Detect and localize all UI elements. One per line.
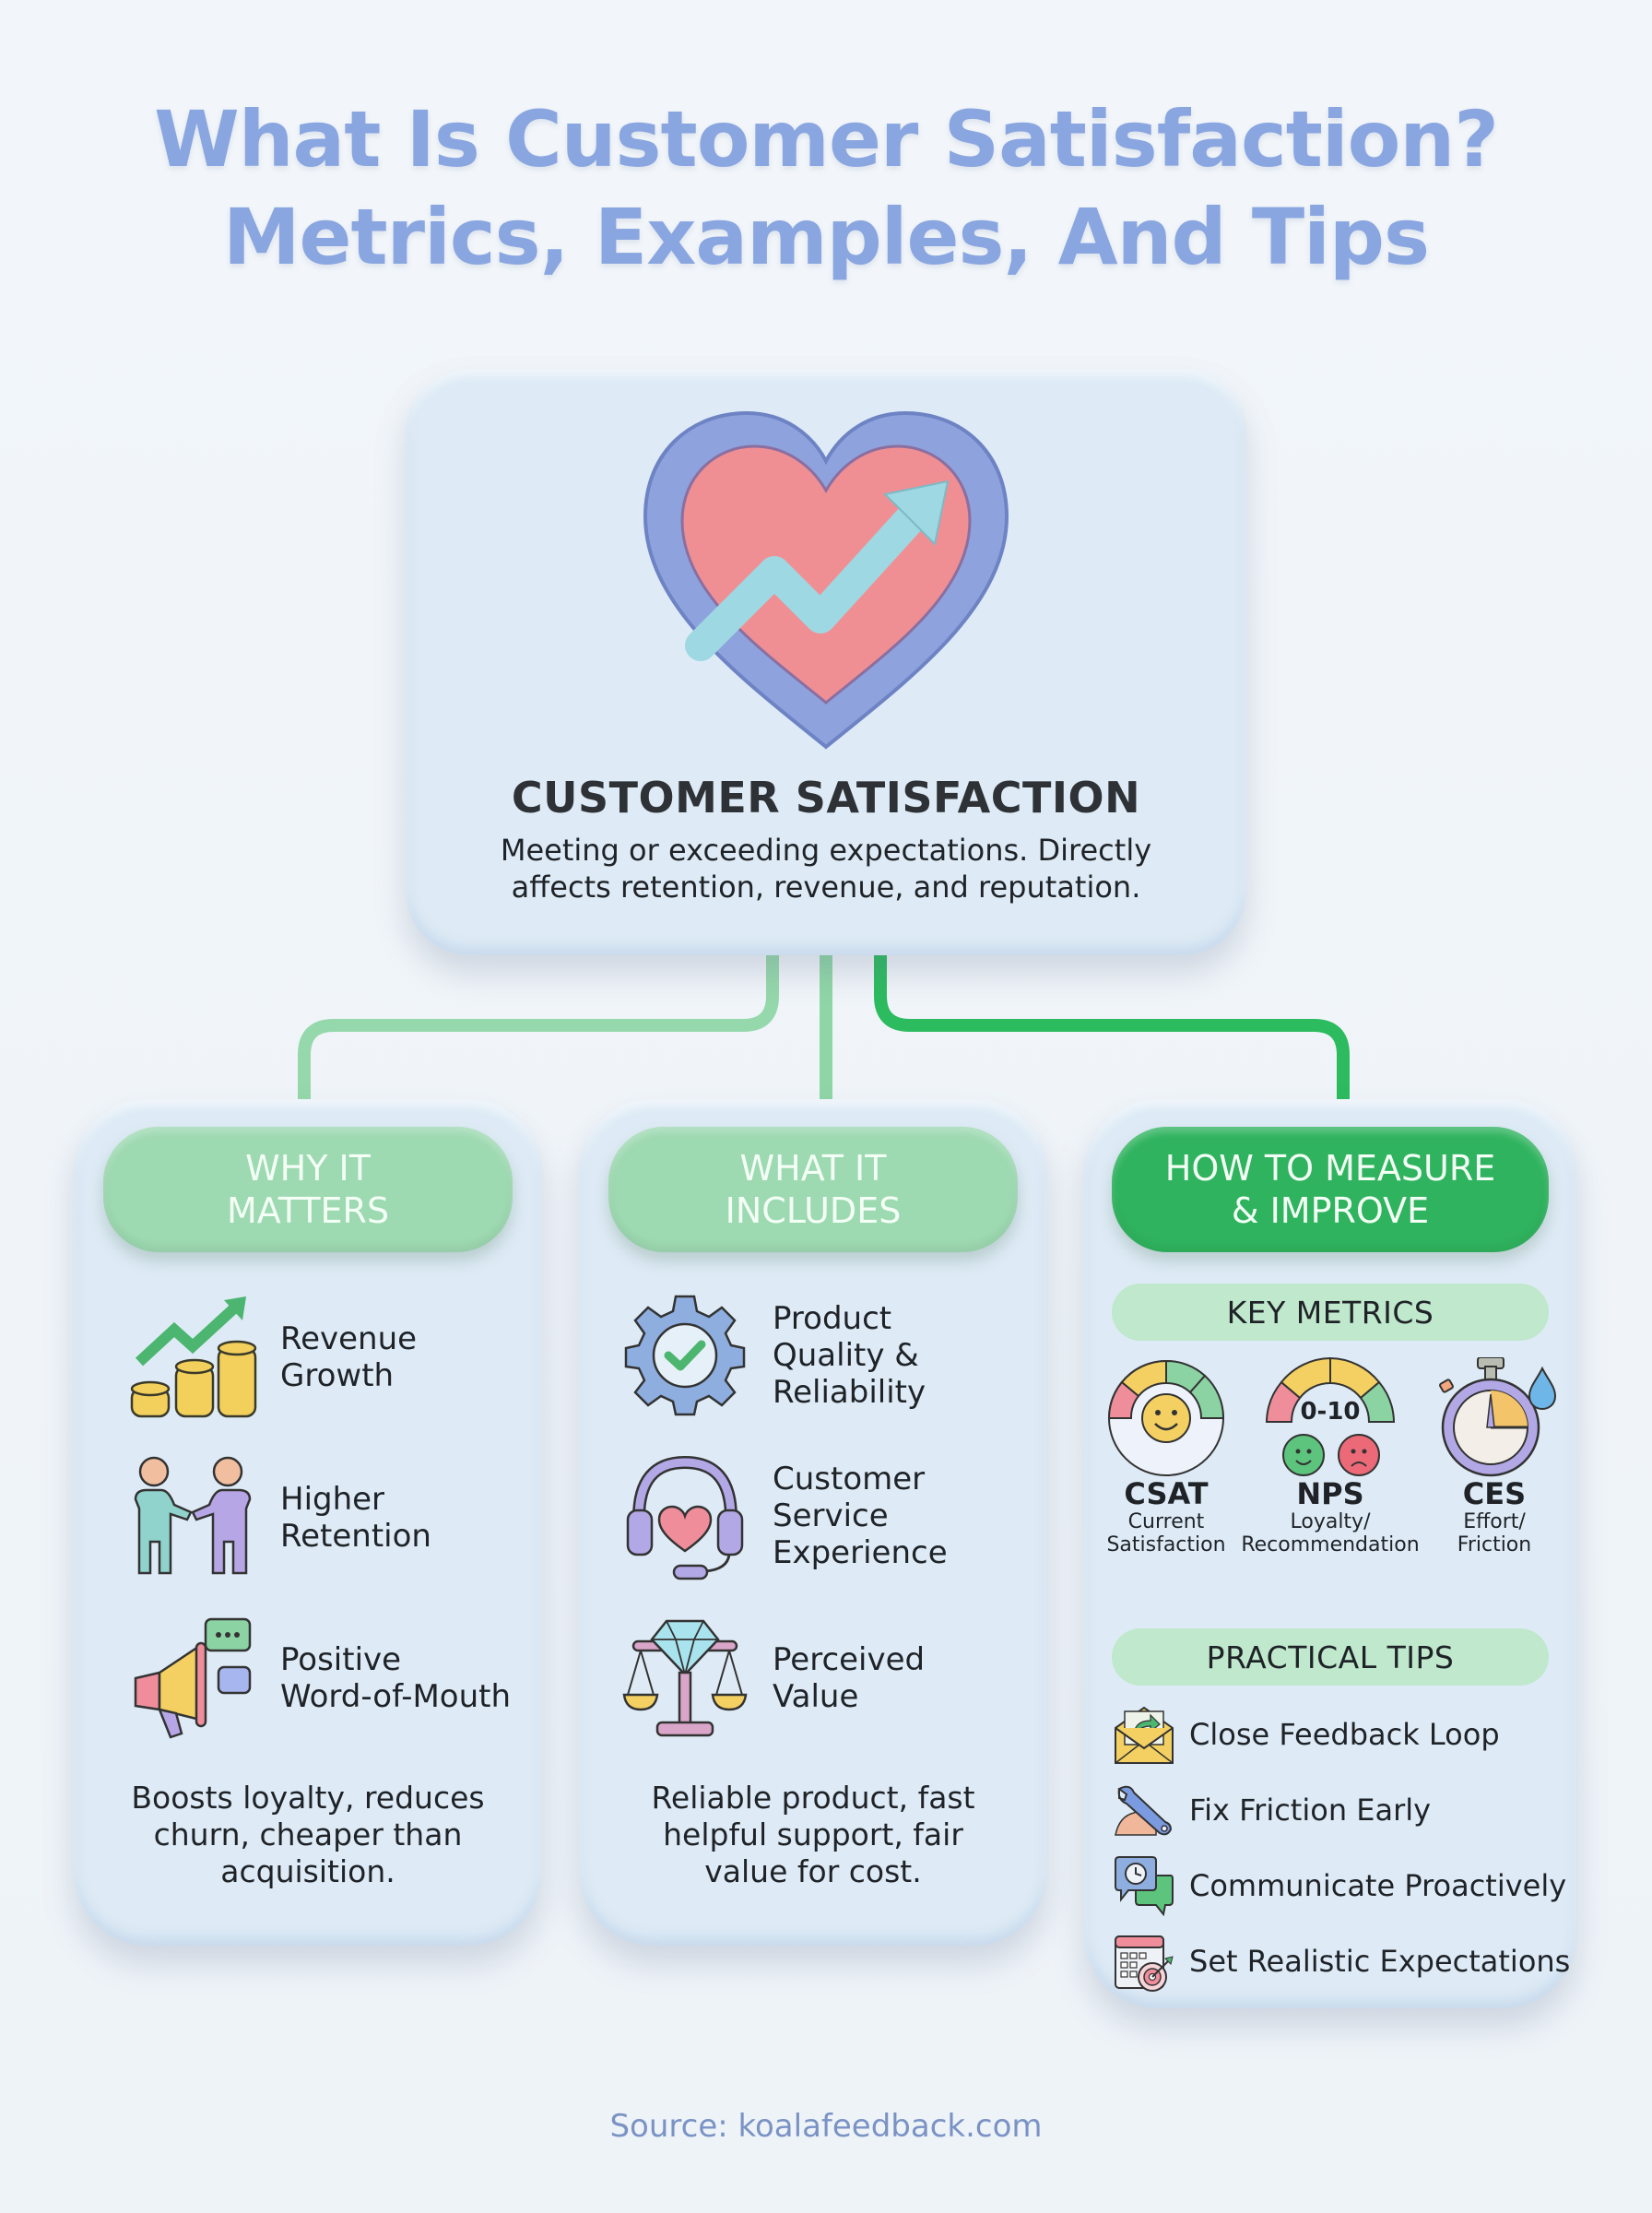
header-line-2: & IMPROVE xyxy=(1231,1190,1430,1231)
metric-nps: 0-10 NPS Loyalty/ Recommendation xyxy=(1241,1356,1420,1556)
header-line-2: INCLUDES xyxy=(725,1190,902,1231)
megaphone-chat-icon xyxy=(124,1614,262,1743)
why-it-matters-summary: Boosts loyalty, reduces churn, cheaper t… xyxy=(131,1780,485,1889)
practical-tips-label: PRACTICAL TIPS xyxy=(1112,1628,1549,1686)
what-it-includes-header: WHAT IT INCLUDES xyxy=(608,1127,1018,1252)
tip-set-realistic-expectations: Set Realistic Expectations xyxy=(1112,1929,1570,1994)
tip-fix-friction-early: Fix Friction Early xyxy=(1112,1778,1431,1842)
header-line-2: MATTERS xyxy=(226,1190,390,1231)
smiley-gauge-icon xyxy=(1097,1357,1235,1477)
customer-satisfaction-card: CUSTOMER SATISFACTION Meeting or exceedi… xyxy=(406,369,1246,955)
calendar-target-icon xyxy=(1112,1929,1176,1994)
center-description-line-1: Meeting or exceeding expectations. Direc… xyxy=(500,833,1152,868)
tip-communicate-proactively: Communicate Proactively xyxy=(1112,1853,1566,1918)
center-description-line-2: affects retention, revenue, and reputati… xyxy=(511,870,1141,905)
header-line-1: WHAT IT xyxy=(739,1148,887,1189)
page-title-line-1: What Is Customer Satisfaction? xyxy=(154,94,1499,184)
center-heading: CUSTOMER SATISFACTION xyxy=(511,773,1141,822)
headset-heart-icon xyxy=(616,1451,754,1580)
header-line-1: HOW TO MEASURE xyxy=(1164,1148,1496,1189)
coins-growth-chart-icon xyxy=(124,1293,262,1422)
heart-with-trend-arrow-icon xyxy=(636,406,1016,756)
source-credit: Source: koalafeedback.com xyxy=(609,2108,1043,2145)
nps-gauge-icon: 0-10 xyxy=(1241,1356,1420,1477)
envelope-reply-icon xyxy=(1112,1702,1176,1767)
stopwatch-sweat-icon xyxy=(1425,1356,1564,1477)
nps-gauge-text: 0-10 xyxy=(1300,1398,1361,1426)
scale-diamond-icon xyxy=(616,1614,754,1743)
header-line-1: WHY IT xyxy=(245,1148,371,1189)
tip-close-feedback-loop: Close Feedback Loop xyxy=(1112,1702,1500,1767)
gear-check-icon xyxy=(616,1291,754,1420)
metric-ces: CES Effort/ Friction xyxy=(1425,1356,1564,1556)
what-it-includes-summary: Reliable product, fast helpful support, … xyxy=(651,1780,975,1889)
how-to-measure-header: HOW TO MEASURE & IMPROVE xyxy=(1112,1127,1549,1252)
handshake-people-icon xyxy=(124,1453,262,1582)
page-title-line-2: Metrics, Examples, And Tips xyxy=(222,192,1430,282)
chat-clock-icon xyxy=(1112,1853,1176,1918)
how-to-measure-card: HOW TO MEASURE & IMPROVE KEY METRICS CSA… xyxy=(1084,1099,1576,2008)
why-it-matters-header: WHY IT MATTERS xyxy=(103,1127,513,1252)
key-metrics-label: KEY METRICS xyxy=(1112,1284,1549,1341)
metric-csat: CSAT Current Satisfaction xyxy=(1097,1357,1235,1556)
wrench-icon xyxy=(1112,1778,1176,1842)
